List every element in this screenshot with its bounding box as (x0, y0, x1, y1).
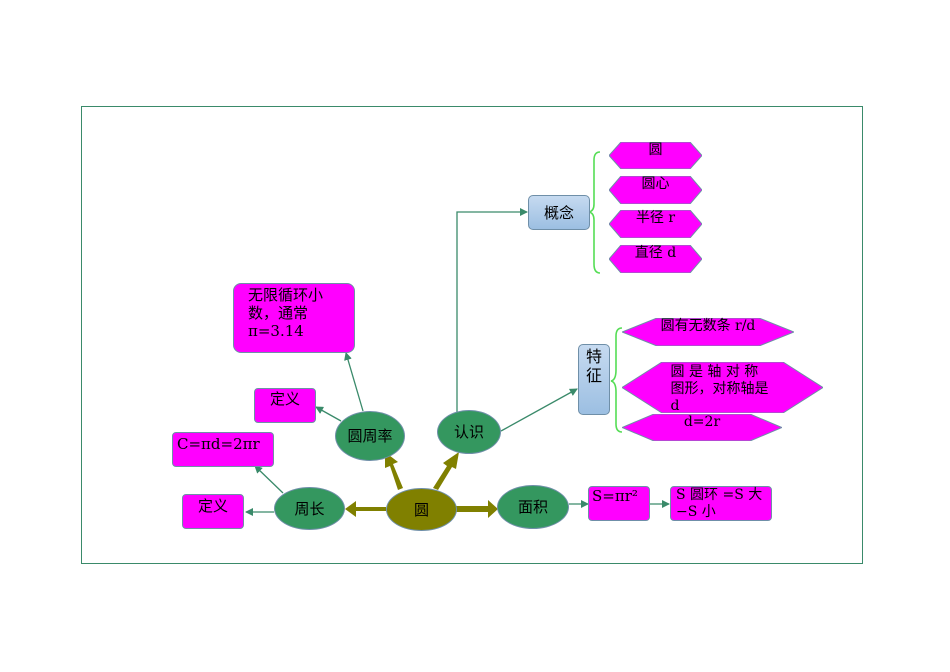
feature-item-3[interactable]: d=2r (622, 414, 782, 441)
feature-item-1[interactable]: 圆有无数条 r/d (622, 318, 794, 346)
arrow-to-zhouchang (345, 501, 386, 517)
branch-yuanzhoulv[interactable]: 圆周率 (335, 411, 405, 461)
zhouchang-formula-box[interactable]: C=πd=2πr (172, 432, 274, 467)
line-yuanzhoulv-definition (315, 406, 342, 422)
center-node-circle[interactable]: 圆 (386, 488, 457, 531)
diagram-frame (81, 106, 863, 564)
arrow-to-renshi (433, 452, 459, 490)
branch-zhouchang[interactable]: 周长 (274, 487, 345, 530)
concept-item-zhijing-label: 直径 d (634, 245, 677, 261)
brace-feature (610, 327, 623, 433)
feature-item-2[interactable]: 圆 是 轴 对 称 图形，对称轴是d (622, 362, 823, 414)
concept-box[interactable]: 概念 (528, 195, 590, 230)
concept-item-banjing-label: 半径 r (635, 210, 676, 226)
concept-item-zhijing[interactable]: 直径 d (609, 245, 702, 273)
line-yuanzhoulv-description (344, 352, 364, 412)
arrow-to-yuanzhoulv (385, 452, 403, 490)
yuanzhoulv-description-box[interactable]: 无限循环小数，通常 π=3.14 (233, 283, 355, 353)
concept-item-yuan-label: 圆 (648, 142, 663, 158)
branch-renshi[interactable]: 认识 (437, 410, 501, 454)
arrow-to-mianji (456, 500, 498, 518)
concept-item-yuanxin[interactable]: 圆心 (609, 176, 702, 204)
mianji-ring-formula-box[interactable]: S 圆环 =S 大 −S 小 (670, 486, 772, 521)
concept-item-banjing[interactable]: 半径 r (609, 210, 702, 238)
feature-item-3-label: d=2r (683, 414, 721, 430)
center-arrows (345, 452, 498, 518)
line-renshi-concept (456, 208, 528, 418)
line-zhouchang-formula (254, 465, 284, 494)
yuanzhoulv-definition-box[interactable]: 定义 (254, 388, 316, 423)
mianji-formula-box[interactable]: S=πr² (588, 486, 650, 521)
feature-box[interactable]: 特征 (578, 344, 610, 415)
concept-item-yuan[interactable]: 圆 (609, 142, 702, 169)
feature-item-1-label: 圆有无数条 r/d (660, 318, 756, 334)
concept-item-yuanxin-label: 圆心 (641, 176, 670, 192)
line-renshi-feature (500, 388, 578, 432)
branch-mianji[interactable]: 面积 (497, 485, 569, 529)
zhouchang-definition-box[interactable]: 定义 (182, 494, 244, 529)
brace-concept (588, 151, 601, 274)
feature-item-2-label: 圆 是 轴 对 称 图形，对称轴是d (670, 364, 769, 414)
